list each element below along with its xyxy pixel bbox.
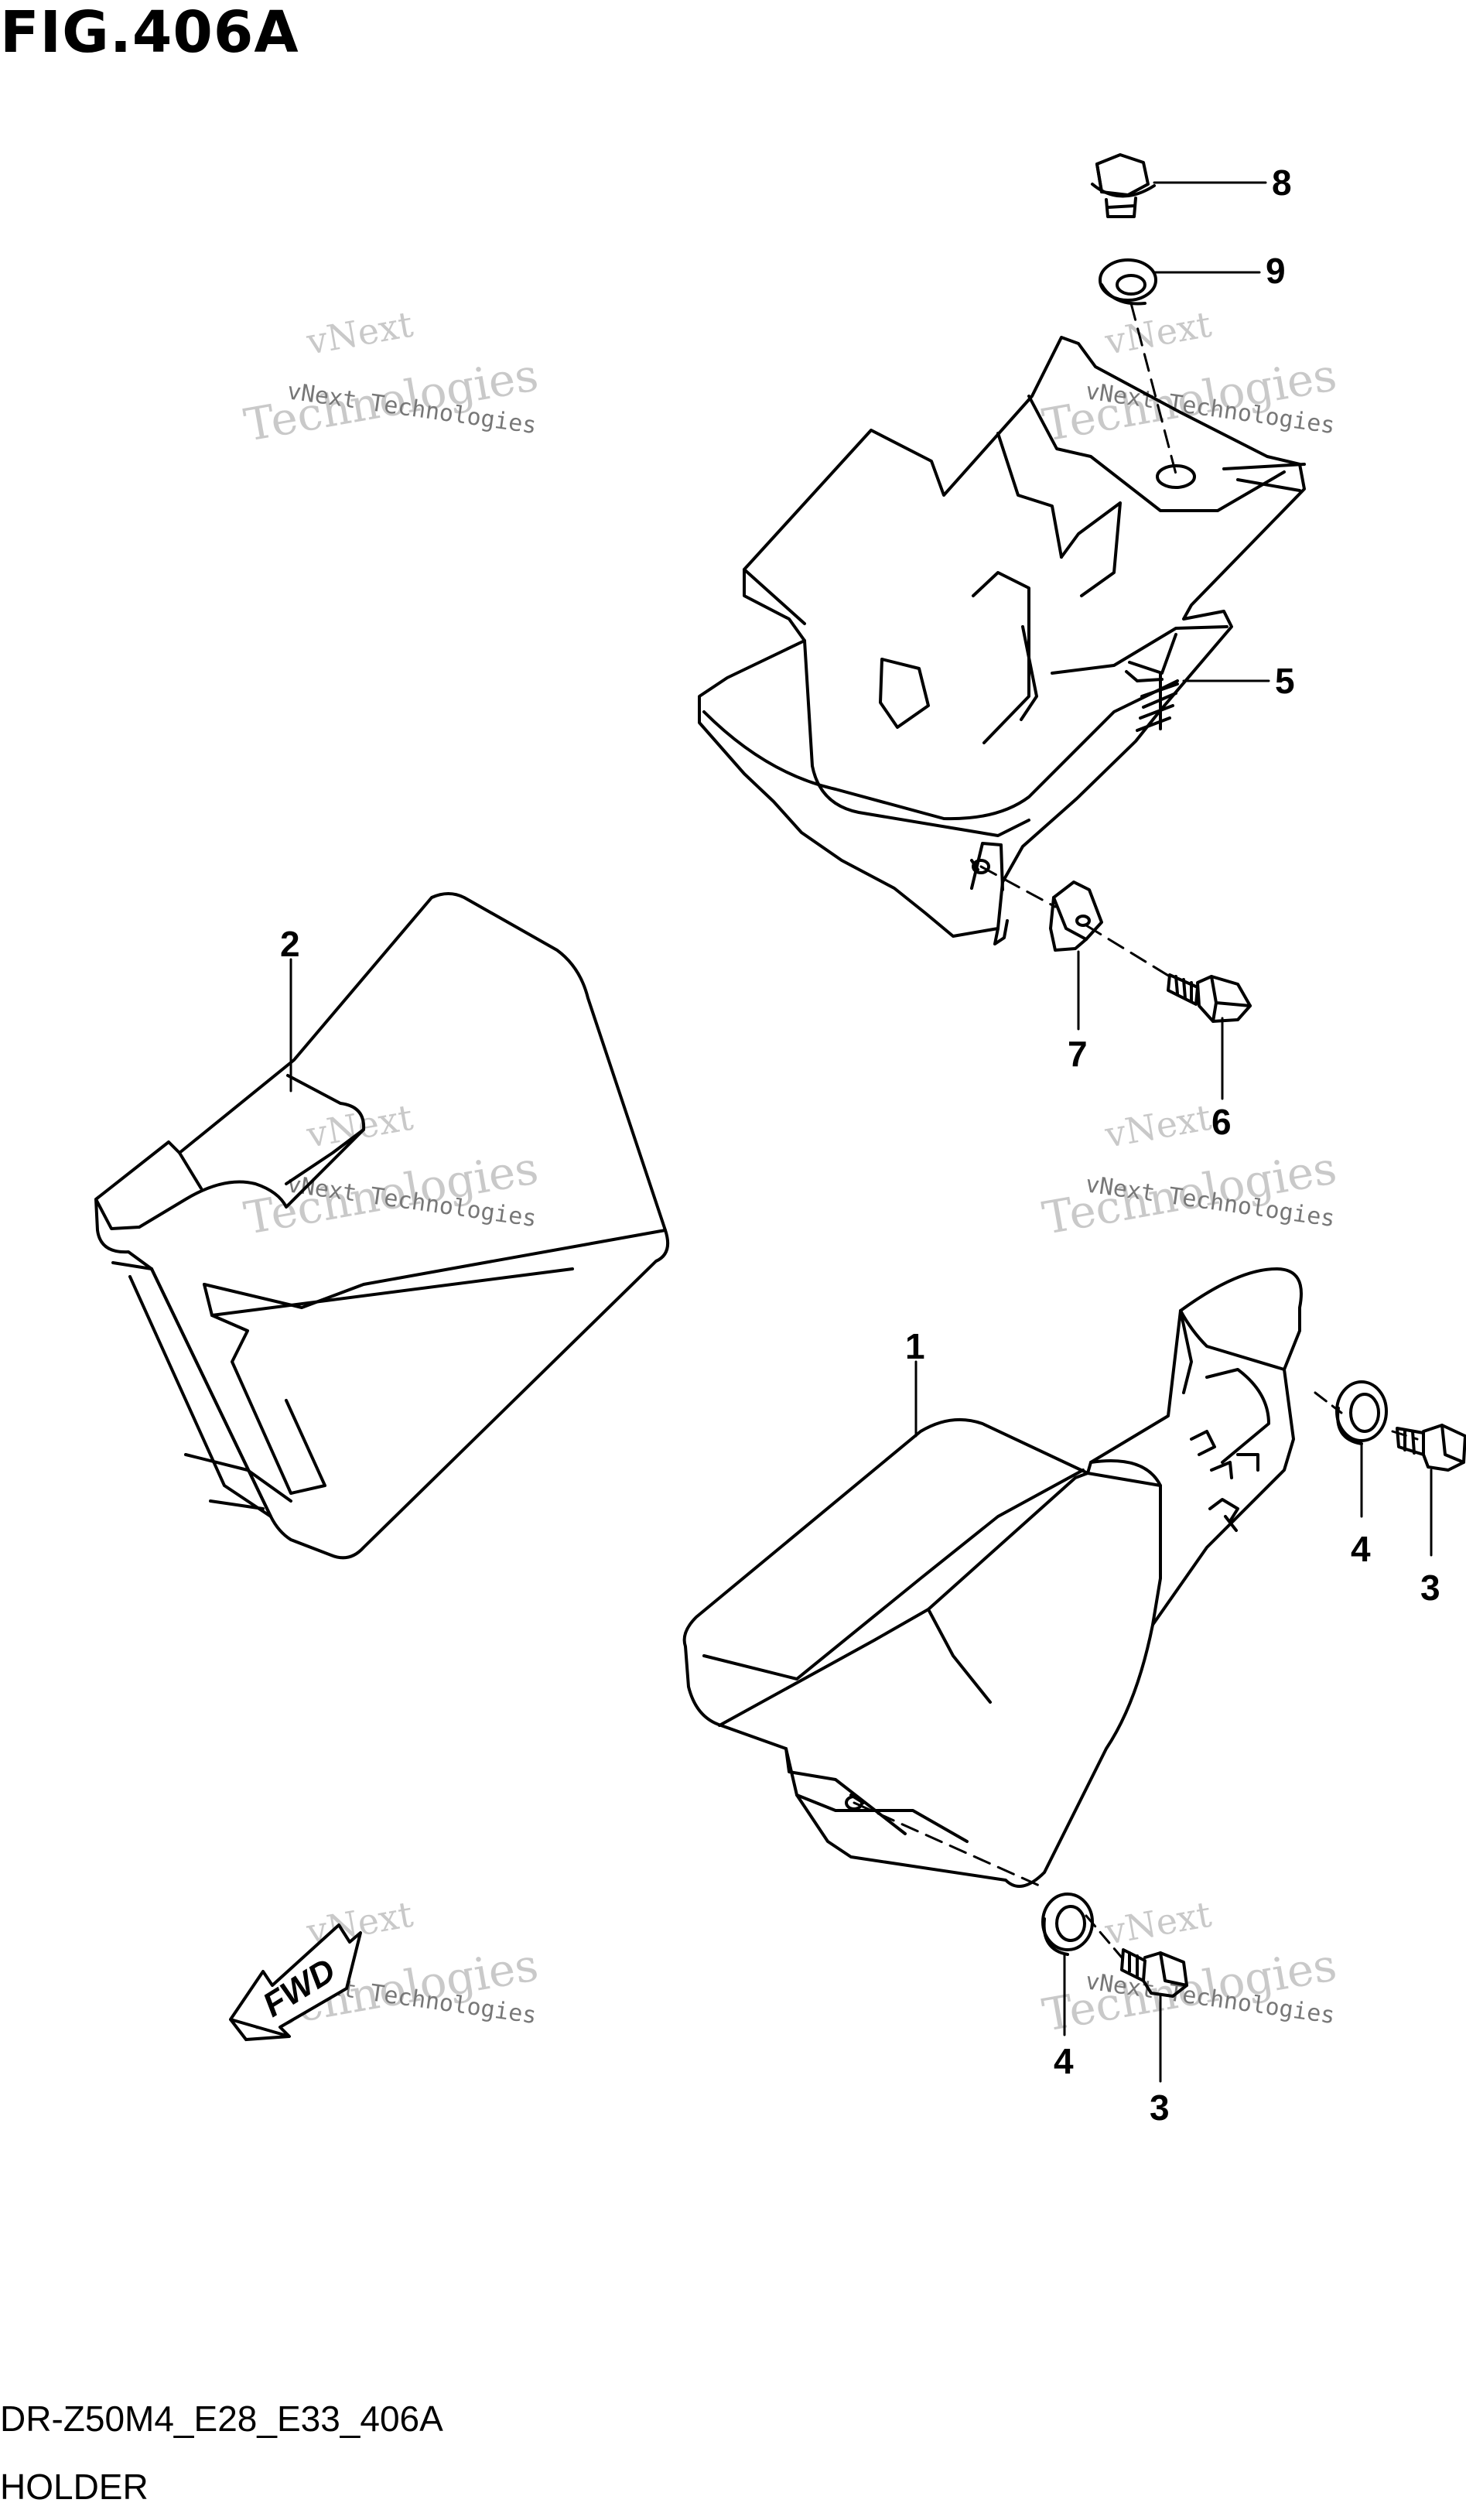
watermark-3: vNext Technologies vNext Technologies	[241, 1096, 542, 1245]
holder-1	[682, 1267, 1303, 1888]
bolt-8	[1091, 153, 1156, 218]
callout-4-lower: 4	[1054, 2041, 1074, 2081]
callout-3-right: 3	[1420, 1568, 1440, 1608]
callout-3-lower: 3	[1150, 2087, 1170, 2128]
callout-9: 9	[1266, 251, 1286, 291]
leader-lines	[289, 181, 1433, 2083]
holder-5	[698, 336, 1306, 945]
watermark-big-1: vNext	[1102, 303, 1215, 363]
callout-8: 8	[1272, 162, 1292, 203]
bolt-3-right	[1396, 1424, 1466, 1472]
grommet-4-right	[1335, 1380, 1388, 1445]
watermark-big-1: vNext	[303, 303, 417, 363]
bolt-3-lower	[1120, 1948, 1188, 1998]
bolt-6	[1167, 973, 1252, 1023]
callout-2: 2	[280, 924, 300, 964]
diagram-caption: HOLDER	[0, 2467, 149, 2507]
callout-5: 5	[1275, 661, 1295, 701]
callout-4-right: 4	[1351, 1529, 1371, 1569]
callout-6: 6	[1211, 1102, 1232, 1142]
callout-7: 7	[1068, 1034, 1088, 1074]
clip-7	[1049, 880, 1103, 952]
watermark-4: vNext Technologies vNext Technologies	[1039, 1096, 1341, 1245]
fwd-arrow-icon: FWD	[229, 1923, 362, 2042]
watermark-big-1: vNext	[1102, 1096, 1215, 1156]
watermark-2: vNext Technologies vNext Technologies	[1039, 303, 1341, 452]
watermark-big-1: vNext	[303, 1096, 417, 1156]
cover-2	[94, 892, 669, 1560]
grommet-4-lower	[1041, 1893, 1094, 1956]
watermark-1: vNext Technologies vNext Technologies	[241, 303, 542, 452]
grommet-9	[1099, 258, 1157, 306]
callout-1: 1	[905, 1326, 925, 1366]
diagram-code: DR-Z50M4_E28_E33_406A	[0, 2399, 443, 2439]
figure-title: FIG.406A	[0, 0, 299, 66]
callout-labels: 8 9 5 7 6 2 1 4 3 4 3	[280, 162, 1440, 2128]
watermarks: vNext Technologies vNext Technologies vN…	[241, 303, 1341, 2042]
watermark-big-1: vNext	[1102, 1893, 1215, 1953]
